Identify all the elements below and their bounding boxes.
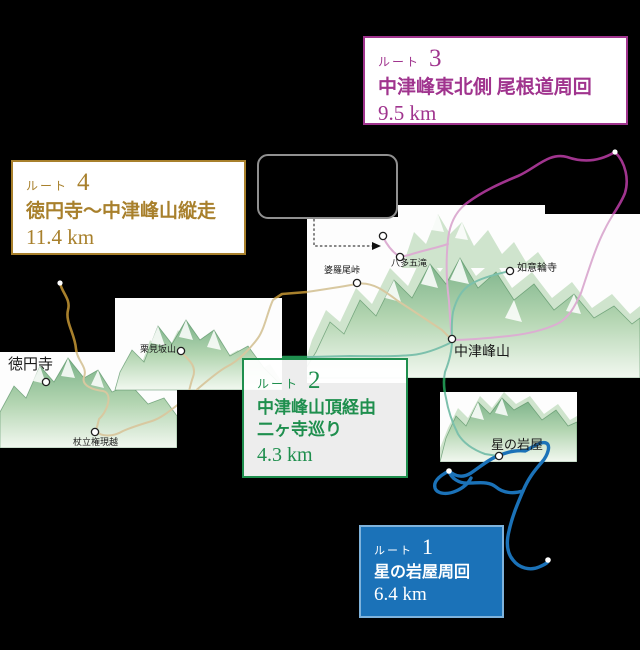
blacked-out-label-box xyxy=(257,154,398,219)
route-2-number: 2 xyxy=(308,367,321,394)
route-endpoint-dots xyxy=(57,149,618,563)
mountain-artwork xyxy=(0,214,640,462)
marker-hoshinoiwaya xyxy=(494,451,504,461)
route-1-title: 星の岩屋周回 xyxy=(374,564,471,581)
marker-barao xyxy=(352,278,362,288)
route-2-distance: 4.3 km xyxy=(257,443,313,466)
route-2-title-line1: 中津峰山頂経由 xyxy=(257,398,376,417)
route-3-path-bright xyxy=(446,150,628,241)
route-4-tag: ルート xyxy=(26,179,69,193)
marker-nyoirinji xyxy=(505,266,515,276)
hatagotaki-spur-pale xyxy=(382,236,449,258)
route-1-card: ルート 1 星の岩屋周回 6.4 km xyxy=(359,525,504,618)
route-2-west-pale xyxy=(282,341,453,358)
route-1-distance: 6.4 km xyxy=(374,584,427,606)
route-3-distance: 9.5 km xyxy=(378,101,437,126)
marker-tokuenji xyxy=(41,377,51,387)
route-2-path-pale xyxy=(442,270,511,457)
marker-trailhead xyxy=(378,231,388,241)
label-hoshinoiwaya: 星の岩屋 xyxy=(491,437,544,452)
route-4-title: 徳円寺〜中津峰山縦走 xyxy=(26,201,217,222)
route-3-card: ルート 3 中津峰東北側 尾根道周回 9.5 km xyxy=(363,36,628,125)
marker-kurimizaka xyxy=(176,346,186,356)
label-tokuenji: 徳円寺 xyxy=(8,357,54,373)
label-tsuetate: 杖立権現越 xyxy=(73,437,119,447)
label-kurimizaka: 栗見坂山 xyxy=(140,344,177,354)
marker-tsuetate xyxy=(90,427,100,437)
place-markers xyxy=(41,231,515,461)
route-2-title-line2: 二ヶ寺巡り xyxy=(257,420,342,440)
route-1-tag: ルート xyxy=(374,545,413,557)
route-2-tag: ルート xyxy=(257,377,300,391)
marker-hatagotaki xyxy=(395,252,405,262)
label-nakatsumine: 中津峰山 xyxy=(454,345,510,360)
route-2-path-bright xyxy=(281,355,448,400)
label-hatagotaki: 八多五滝 xyxy=(391,258,428,268)
route-paths-bright xyxy=(58,150,628,400)
connector-arrowhead xyxy=(372,242,381,250)
route-1-number: 1 xyxy=(422,534,433,559)
route-2-card: ルート 2 中津峰山頂経由 二ヶ寺巡り 4.3 km xyxy=(242,358,408,478)
route-4-card: ルート 4 徳円寺〜中津峰山縦走 11.4 km xyxy=(11,160,246,255)
route-3-tag: ルート xyxy=(378,55,421,69)
route-1-path xyxy=(433,440,551,571)
label-nyoirinji: 如意輪寺 xyxy=(517,263,557,274)
route-3-title: 中津峰東北側 尾根道周回 xyxy=(378,77,592,98)
route-4-distance: 11.4 km xyxy=(26,225,95,250)
route-4-path-bright xyxy=(58,281,309,393)
route-4-number: 4 xyxy=(77,169,90,196)
route-3-number: 3 xyxy=(429,45,442,72)
marker-nakatsumine xyxy=(447,334,457,344)
label-barao: 婆羅尾峠 xyxy=(324,265,361,275)
